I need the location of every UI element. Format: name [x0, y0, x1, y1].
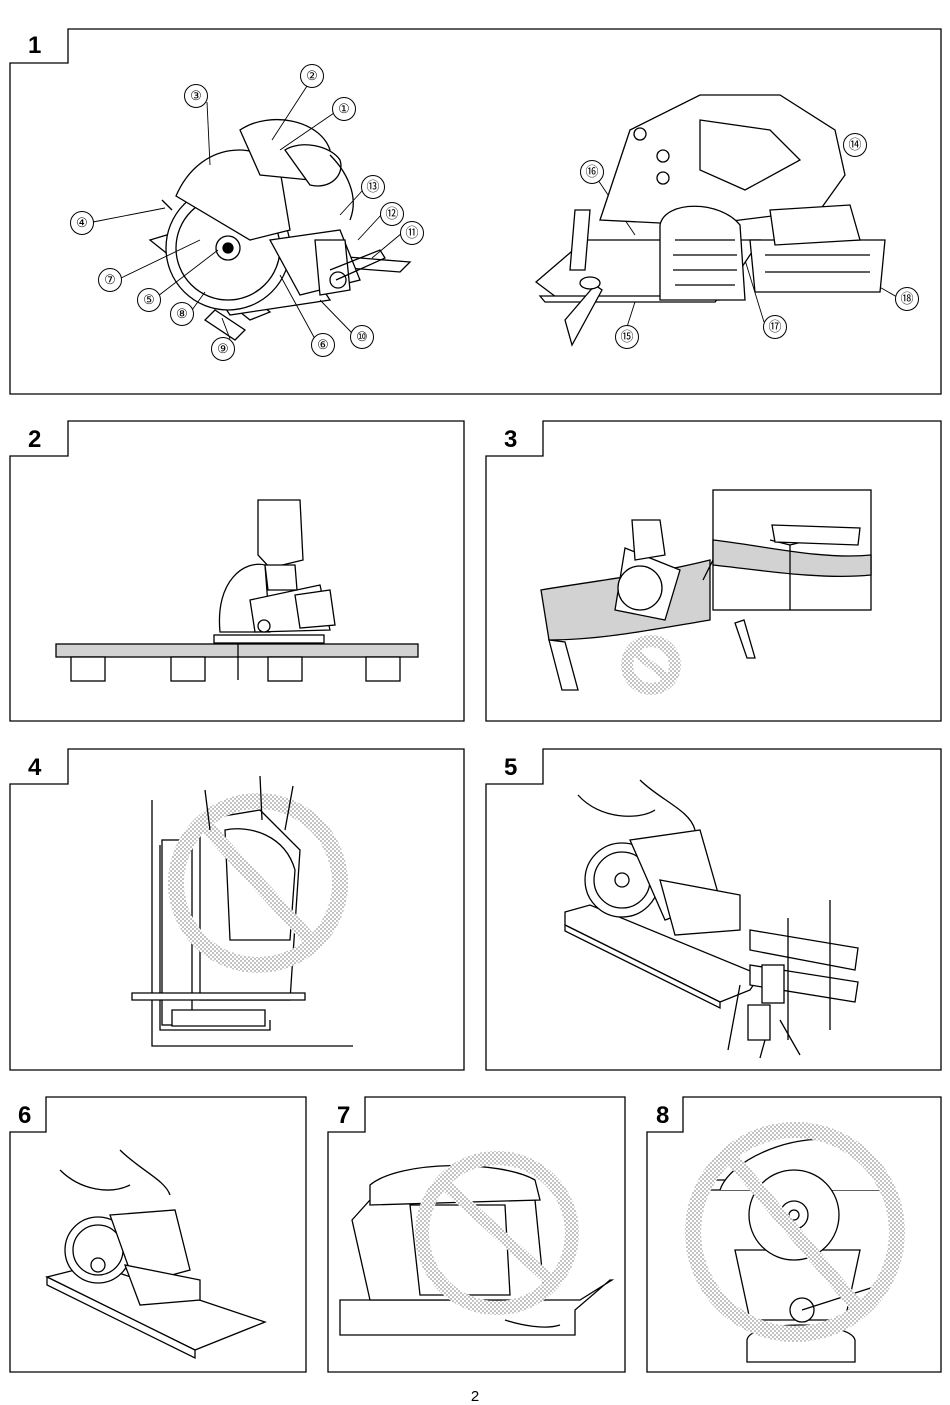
- figure-number-8: 8: [656, 1104, 669, 1128]
- fig7-illustration: [340, 1158, 612, 1335]
- callout-14: ⑭: [843, 133, 867, 157]
- callout-2: ②: [300, 64, 324, 88]
- callout-15: ⑮: [615, 325, 639, 349]
- fig5-illustration: [565, 780, 858, 1058]
- callout-3: ③: [184, 84, 208, 108]
- fig3-illustration: [541, 490, 871, 695]
- callout-9: ⑨: [211, 337, 235, 361]
- figure-number-1: 1: [28, 34, 41, 58]
- callout-5: ⑤: [137, 288, 161, 312]
- callout-11: ⑪: [400, 221, 424, 245]
- callout-6: ⑥: [311, 333, 335, 357]
- fig4-illustration: [132, 776, 353, 1046]
- callout-10: ⑩: [350, 325, 374, 349]
- callout-7: ⑦: [98, 268, 122, 292]
- page-number: 2: [0, 1388, 950, 1405]
- figure-number-6: 6: [18, 1104, 31, 1128]
- callout-4: ④: [70, 211, 94, 235]
- callout-18: ⑱: [895, 287, 919, 311]
- figure-number-3: 3: [504, 428, 517, 452]
- fig2-illustration: [56, 500, 418, 681]
- callout-12: ⑫: [380, 202, 404, 226]
- figure-number-5: 5: [504, 756, 517, 780]
- figure-number-7: 7: [337, 1104, 350, 1128]
- saw-rear-view: [536, 95, 885, 345]
- figure-number-4: 4: [28, 756, 41, 780]
- figure-number-2: 2: [28, 428, 41, 452]
- callout-8: ⑧: [170, 302, 194, 326]
- fig6-illustration: [47, 1150, 265, 1358]
- callout-16: ⑯: [580, 160, 604, 184]
- fig8-illustration: [693, 1130, 897, 1362]
- callout-1: ①: [332, 97, 356, 121]
- callout-17: ⑰: [763, 315, 787, 339]
- callout-13: ⑬: [361, 175, 385, 199]
